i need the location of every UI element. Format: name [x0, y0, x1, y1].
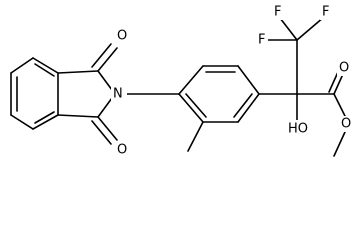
phthalimide-oxygen-bottom-label: O — [117, 143, 127, 158]
trifluoromethyl-bonds — [267, 16, 325, 95]
fluorine-left-label: F — [258, 33, 265, 48]
phthalimide-benzene-ring — [10, 57, 59, 130]
atom-labels: O O N HO O O F F F — [111, 4, 353, 158]
fluorine-top-right-label: F — [322, 5, 329, 20]
central-benzene-ring — [178, 65, 260, 123]
imide-nitrogen-label: N — [113, 87, 123, 102]
hydroxyl-label: HO — [288, 122, 308, 137]
imide-ring — [57, 70, 113, 118]
imide-carbonyl-bonds — [91, 43, 118, 145]
methyl-ester-bonds — [296, 71, 346, 157]
ester-carbonyl-oxygen-label: O — [339, 61, 349, 76]
fluorine-top-left-label: F — [274, 5, 281, 20]
methyl-bond — [187, 121, 204, 152]
phthalimide-oxygen-top-label: O — [117, 29, 127, 44]
chemical-structure: O O N HO O O F F F — [10, 4, 353, 158]
ester-oxygen-label: O — [341, 117, 351, 132]
